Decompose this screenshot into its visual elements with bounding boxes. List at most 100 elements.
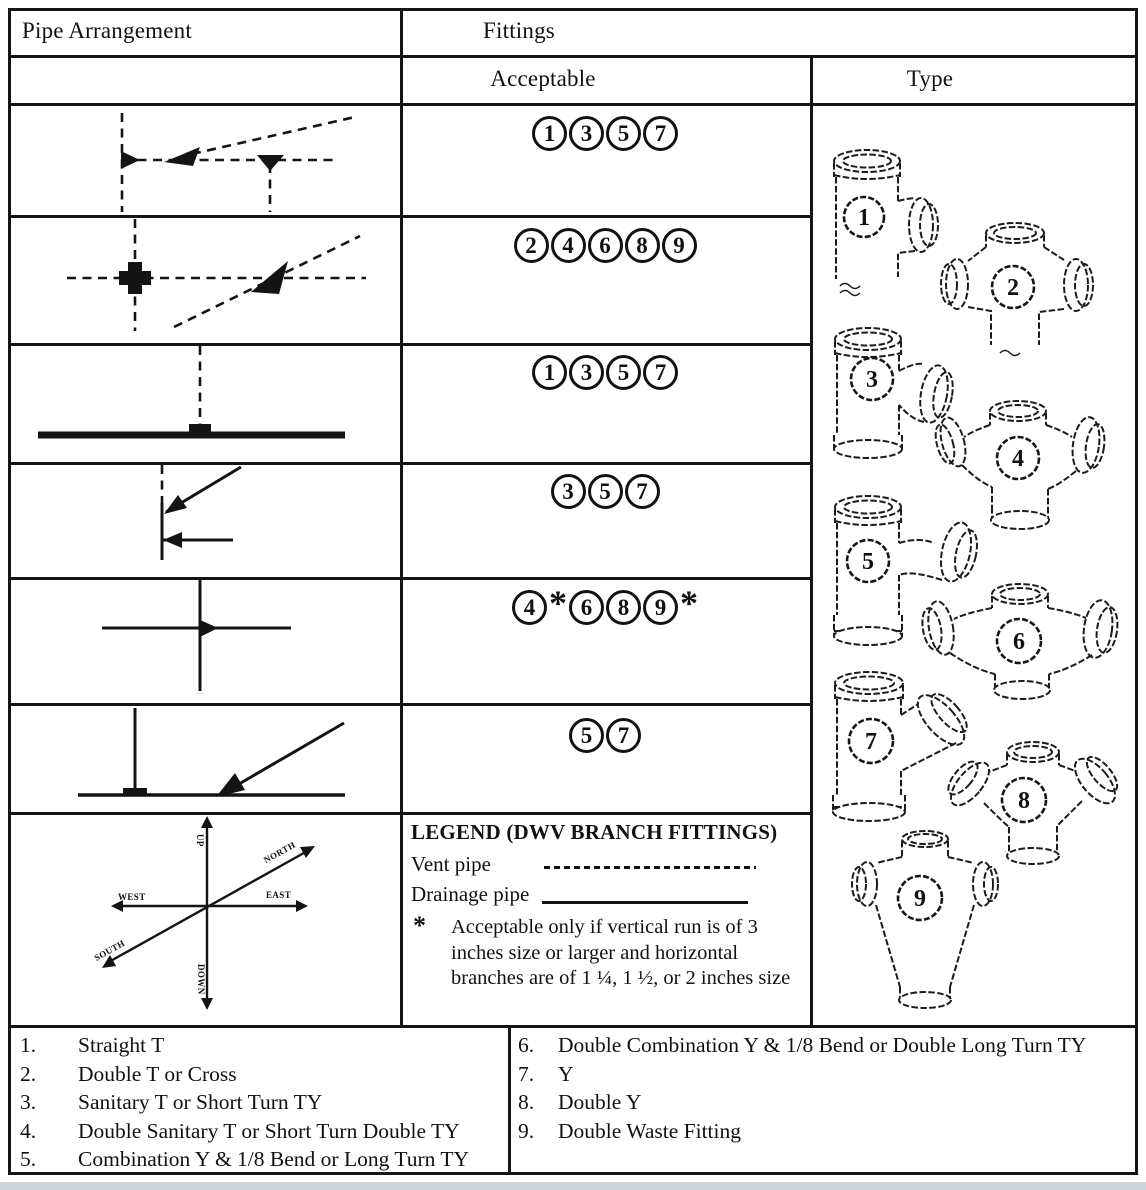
table-border-top [8,8,1138,11]
col-header-fittings: Fittings [483,18,555,43]
junction-arrow [121,151,140,169]
table-border-left [8,8,11,1175]
fitting-list-item: 5.Combination Y & 1/8 Bend or Long Turn … [20,1145,500,1174]
circled-number: 6 [569,590,604,625]
legend-drainage-label: Drainage pipe [411,882,530,906]
legend-vent-label: Vent pipe [411,852,491,876]
circled-number: 9 [643,590,678,625]
pipe-arrangement-diagram-2 [67,219,366,331]
fitting-list-name: Double Waste Fitting [558,1118,742,1143]
fitting-name-list-right: 6. Double Combination Y & 1/8 Bend or Dou… [518,1031,1130,1145]
flow-arrow [164,147,200,166]
legend-title: LEGEND (DWV BRANCH FITTINGS) [411,820,778,844]
fitting-number-7: 7 [865,729,877,755]
footer-divider [8,1025,1138,1028]
fitting-list-item: 1.Straight T [20,1031,500,1060]
fitting-illustration-2: 2 [940,222,1094,357]
compass-label-north: NORTH [262,840,297,866]
circled-number: 3 [550,474,586,509]
row-divider-5 [8,703,813,706]
fitting-list-item: 4. Double Sanitary T or Short Turn Double… [20,1117,500,1146]
fitting-list-name: Double Y [558,1090,642,1115]
fitting-illustration-9: 9 [851,830,999,1009]
fitting-list-item: 8. Double Y [518,1088,1130,1117]
row-divider-6 [8,812,813,815]
junction-tee [123,788,147,795]
fitting-list-number: 9. [518,1118,535,1143]
circled-number: 7 [643,355,678,390]
pipe-arrangement-diagram-3 [38,346,345,439]
circled-number: 2 [513,228,549,263]
fitting-number-1: 1 [858,205,870,231]
compass-label-up: UP [195,834,205,847]
circled-number: 8 [624,228,660,263]
col-divider-type [810,55,813,1028]
fitting-illustration-5: 5 [833,495,978,646]
circled-number: 5 [587,474,623,509]
header-divider-2 [8,103,1138,106]
circled-number: 4 [550,228,586,263]
circled-number: 3 [569,116,604,151]
circled-number: 6 [587,228,623,263]
fitting-number-5: 5 [862,549,874,575]
fitting-illustrations: 1 2 [832,149,1119,1009]
compass-diagram: UP DOWN WEST EAST NORTH SOUTH [92,816,315,1010]
fitting-number-9: 9 [914,886,926,912]
fitting-number-2: 2 [1007,275,1019,301]
fitting-list-number: 5. [20,1147,37,1172]
fitting-illustration-3: 3 [833,327,954,459]
fitting-list-number: 7. [518,1061,535,1086]
fitting-list-item: 2. Double T or Cross [20,1060,500,1089]
footer-col-divider [508,1025,511,1175]
table-border-bottom [8,1172,1138,1175]
junction-arrow [200,620,218,637]
fitting-list-item: 9. Double Waste Fitting [518,1117,1130,1146]
pipe-arrangement-diagram-6 [78,708,345,797]
circled-number: 4 [512,590,547,625]
fitting-illustration-1: 1 [833,149,939,297]
compass-label-east: EAST [266,890,291,900]
circled-number: 5 [606,355,641,390]
flow-arrow [164,495,187,514]
circled-number: 5 [569,718,604,753]
fitting-list-number: 6. [518,1033,535,1057]
row-divider-2 [8,343,813,346]
fitting-list-name: Double T or Cross [78,1061,237,1086]
vent-pipe-sample-line [544,866,756,869]
fitting-list-number: 8. [518,1090,535,1115]
col-header-type: Type [906,66,954,91]
fitting-list-number: 3. [20,1090,37,1115]
fitting-list-name: Double Combination Y & 1/8 Bend or Doubl… [558,1033,1087,1057]
row-divider-3 [8,462,813,465]
fitting-list-number: 4. [20,1118,37,1143]
fitting-number-6: 6 [1013,629,1025,655]
circled-number: 9 [661,228,697,263]
flow-arrow [216,773,245,797]
drainage-pipe-sample-line [542,901,748,904]
scan-edge-bar [0,1182,1146,1190]
asterisk: * [549,583,567,623]
fitting-number-8: 8 [1018,788,1030,814]
fitting-illustration-4: 4 [934,400,1106,530]
fitting-list-name: Sanitary T or Short Turn TY [78,1090,323,1115]
flow-arrow [251,261,288,294]
fitting-illustration-8: 8 [947,741,1119,865]
circled-number: 1 [532,116,567,151]
circled-number: 7 [606,718,641,753]
fitting-list-number: 2. [20,1061,37,1086]
fitting-list-name: Straight T [78,1033,165,1057]
north-south-axis [106,847,312,965]
col-header-pipe-arrangement: Pipe Arrangement [22,18,192,43]
junction-arrow [163,532,182,548]
junction-tee [257,155,284,171]
fitting-list-name: Double Sanitary T or Short Turn Double T… [78,1118,460,1143]
circled-number: 3 [569,355,604,390]
table-border-right [1135,8,1138,1175]
